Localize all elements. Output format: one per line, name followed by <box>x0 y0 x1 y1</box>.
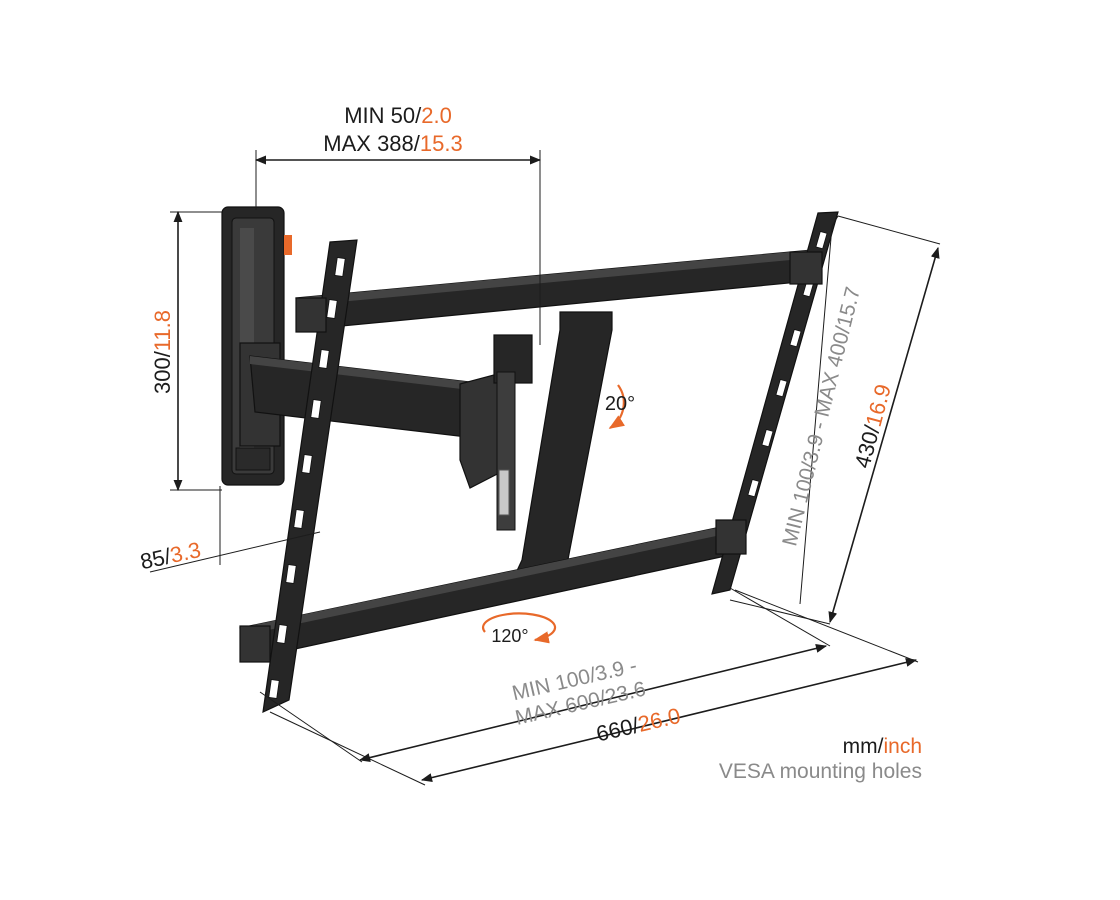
swivel-angle-label: 120° <box>491 626 528 646</box>
left-vertical-strap <box>262 239 358 714</box>
dimension-lines <box>149 150 941 786</box>
tilt-arrow-icon <box>608 384 625 429</box>
orange-clip <box>284 235 292 255</box>
arm-span-max-label: MAX 388/15.3 <box>323 131 462 156</box>
arm-span-min-label: MIN 50/2.0 <box>344 103 452 128</box>
total-width-label: 660/26.0 <box>594 703 683 747</box>
wall-depth-label: 85/3.3 <box>138 537 203 574</box>
total-height-label: 430/16.9 <box>850 381 896 470</box>
tilt-angle-label: 20° <box>605 393 635 415</box>
unit-legend: mm/inch <box>843 735 922 758</box>
wall-plate-height-label: 300/11.8 <box>150 310 175 394</box>
pivot-rod <box>498 469 510 516</box>
vesa-note: VESA mounting holes <box>719 760 922 783</box>
tv-mount-illustration <box>221 206 839 714</box>
swivel-arrow-icon <box>482 612 557 644</box>
